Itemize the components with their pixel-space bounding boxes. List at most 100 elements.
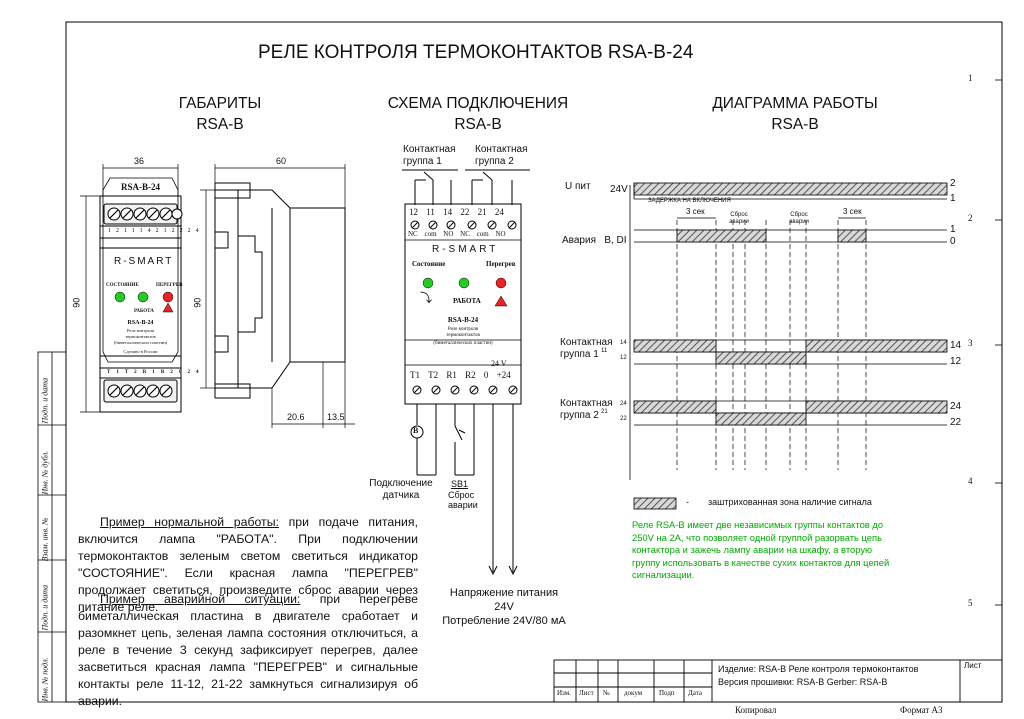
level-g2-hi: 24 (950, 401, 962, 412)
stamp-line1: Изделие: RSA-B Реле контроля термоконтак… (718, 664, 919, 674)
front-led-state (114, 291, 126, 303)
dim-d2-value: 13.5 (327, 412, 345, 422)
dim-depth-value: 60 (276, 156, 287, 166)
stamp-list: Лист (964, 661, 982, 670)
timing-g2-a (633, 400, 717, 414)
wiring-sensor-symbol: B (413, 426, 419, 435)
stamp-format: Формат А3 (900, 705, 943, 715)
sheet-title: РЕЛЕ КОНТРОЛЯ ТЕРМОКОНТАКТОВ RSA-B-24 (258, 42, 694, 63)
timing-g2-b (715, 412, 807, 426)
front-warning-icon (162, 302, 174, 313)
dim-width-value: 36 (134, 156, 145, 166)
timing-kg1-small-top: 14 (620, 340, 627, 346)
timing-upit-label: U пит (565, 181, 591, 192)
wiring-overheat-label: Перегрев (486, 260, 516, 268)
wiring-supply-arrows (488, 565, 518, 576)
wiring-desc2: термоконтактов (446, 333, 480, 338)
timing-alarm-pulse2 (837, 229, 867, 243)
timing-description: Реле RSA-B имеет две независимых группы … (632, 519, 890, 580)
stamp-col-izm: Изм. (557, 689, 571, 697)
timing-24v: 24V (610, 184, 628, 195)
wiring-bottom-terms: T1 T2 R1 R2 0 +24 (410, 370, 511, 380)
wiring-supply-text: Напряжение питания 24V Потребление 24V/8… (442, 587, 566, 627)
wiring-reset-icon: ⤵ (420, 291, 433, 305)
timing-alarm-pulse1 (676, 229, 767, 243)
stamp-copied: Копировал (735, 705, 777, 715)
timing-subtitle: RSA-B (771, 116, 819, 133)
timing-sec2: 3 сек (843, 207, 862, 216)
timing-reset2: Сброс аварии (789, 212, 809, 225)
margin-number-1: 1 (968, 73, 973, 83)
wiring-top-labels: NC com NO NC com NO (408, 230, 506, 238)
front-terminals-bottom-slots (109, 386, 171, 396)
front-dim-height (80, 195, 100, 413)
wiring-sb1-desc: Сброс аварии (448, 490, 478, 510)
front-terminals-top-slots (109, 209, 171, 219)
para-normal: Пример нормальной работы: при подаче пит… (78, 514, 418, 616)
side-label-5: Инв. № подл. (40, 657, 50, 702)
stamp-col-num: № (603, 689, 610, 697)
para-normal-lead: Пример нормальной работы: (100, 515, 279, 529)
wiring-external-circuit (410, 404, 514, 572)
side-dim-bottom (271, 362, 355, 428)
front-led-work (137, 291, 149, 303)
wiring-terminals-bottom (412, 385, 518, 395)
wiring-led-overheat (495, 277, 507, 289)
timing-delay-label: ЗАДЕРЖКА НА ВКЛЮЧЕНИЯ (648, 198, 731, 204)
para-alarm: Пример аварийной ситуации: при перегреве… (78, 591, 418, 710)
front-dim-width (102, 164, 179, 196)
wiring-terminals-top-slots (411, 221, 516, 229)
timing-kg2-small-top: 24 (620, 401, 627, 407)
stamp-col-doc: докум (624, 689, 643, 697)
side-label-1: Подп. и дата (40, 377, 50, 424)
dims-title: ГАБАРИТЫ (178, 95, 262, 112)
legend-dash: - (686, 497, 689, 507)
wiring-supply-mark: 24 V (491, 359, 507, 368)
wiring-title: СХЕМА ПОДКЛЮЧЕНИЯ (387, 95, 569, 112)
timing-g2-c (805, 400, 948, 414)
timing-title: ДИАГРАММА РАБОТЫ (712, 95, 878, 112)
dim-d1-value: 20.6 (287, 412, 305, 422)
timing-kg2-label: Контактная группа 2 (560, 398, 613, 421)
front-state-label: СОСТОЯНИЕ (106, 283, 139, 288)
wiring-terminals-bottom-slots (413, 386, 517, 394)
side-label-3: Взам. инв. № (40, 517, 50, 562)
margin-number-3: 3 (968, 338, 973, 348)
timing-kg1-label: Контактная группа 1 (560, 337, 613, 360)
wiring-group1-label: Контактная группа 1 (403, 144, 456, 167)
margin-number-4: 4 (968, 476, 973, 486)
front-overheat-label: ПЕРЕГРЕВ (156, 283, 183, 288)
timing-kg2-small-mid: 21 (601, 409, 608, 415)
side-view-outline (214, 182, 346, 399)
front-led-overheat (162, 291, 174, 303)
timing-g1-a (633, 339, 717, 353)
wiring-brand: R-SMART (432, 244, 499, 255)
timing-reset1: Сброс аварии (729, 212, 749, 225)
side-label-4: Подп. и дата (40, 584, 50, 631)
wiring-terminals-top (410, 220, 517, 230)
wiring-sb1: SB1 (451, 479, 469, 489)
para-normal-rest: при подаче питания, включится лампа "РАБ… (78, 515, 419, 614)
dims-subtitle: RSA-B (196, 116, 244, 133)
level-alarm-lo: 0 (950, 236, 956, 247)
timing-g1-b (715, 351, 807, 365)
front-view-outline (99, 177, 182, 413)
stamp-col-sign: Подп (659, 689, 675, 697)
level-upit-lo: 1 (950, 193, 956, 204)
title-stamp (553, 659, 1003, 703)
para-alarm-rest: при перегреве биметаллическая пластина в… (78, 592, 418, 708)
level-g2-lo: 22 (950, 417, 962, 428)
wiring-relay-contacts (402, 169, 530, 205)
front-model: RSA-B-24 (120, 182, 160, 192)
wiring-work-label: РАБОТА (453, 297, 481, 305)
wiring-sensor-label: Подключение датчика (369, 478, 433, 501)
timing-sec1: 3 сек (686, 207, 705, 216)
stamp-line2: Версия прошивки: RSA-B Gerber: RSA-B (718, 677, 888, 687)
timing-kg1-small-bot: 12 (620, 355, 627, 361)
wiring-led-state (422, 277, 434, 289)
legend-hatch-swatch (633, 497, 677, 510)
para-alarm-lead: Пример аварийной ситуации: (100, 592, 301, 606)
wiring-group2-label: Контактная группа 2 (475, 144, 528, 167)
